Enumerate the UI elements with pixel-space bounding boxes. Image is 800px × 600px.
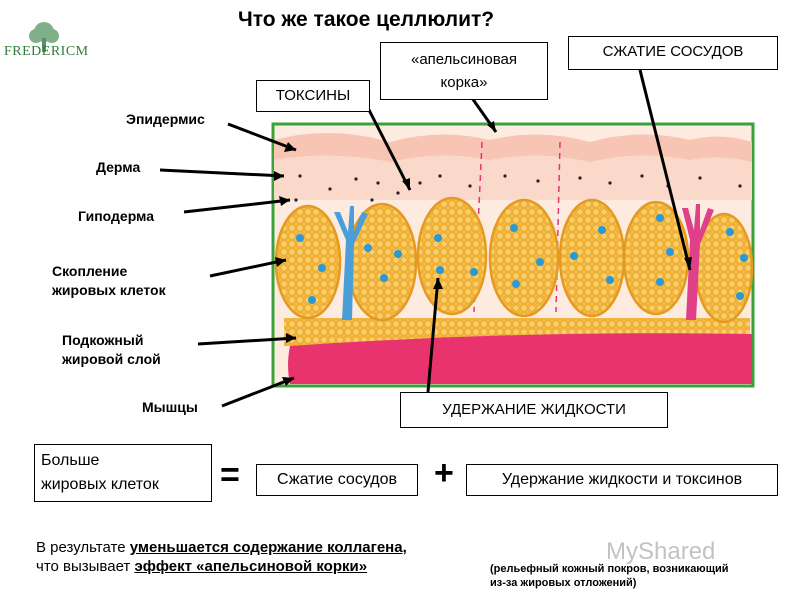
blood-vessel-blue bbox=[334, 206, 368, 320]
logo bbox=[6, 14, 86, 74]
page-title: Что же такое целлюлит? bbox=[238, 8, 495, 31]
equals-sign: = bbox=[220, 456, 240, 494]
label-hypodermis: Гиподерма bbox=[78, 208, 155, 224]
label-arrows bbox=[159, 69, 692, 408]
orange-peel-effect-phrase: эффект «апельсиновой корки» bbox=[134, 558, 368, 575]
callout-toxins: ТОКСИНЫ bbox=[256, 80, 370, 112]
box-more-fat-cells: Больше жировых клеток bbox=[34, 444, 212, 502]
box-fluid-toxin-retention: Удержание жидкости и токсинов bbox=[466, 464, 778, 496]
fluid-droplets bbox=[296, 214, 748, 304]
label-fat-cluster: Скопление жировых клеток bbox=[52, 263, 166, 298]
box-vessel-compression: Сжатие сосудов bbox=[256, 464, 418, 496]
label-subcutaneous: Подкожный жировой слой bbox=[62, 332, 161, 367]
callout-vessel-compression: СЖАТИЕ СОСУДОВ bbox=[568, 36, 778, 70]
muscle-layer bbox=[288, 333, 752, 384]
callout-fluid-retention: УДЕРЖАНИЕ ЖИДКОСТИ bbox=[400, 392, 668, 428]
label-muscles: Мышцы bbox=[142, 399, 198, 415]
tree-icon bbox=[29, 22, 59, 52]
blood-vessel-pink bbox=[682, 204, 714, 320]
label-epidermis: Эпидермис bbox=[126, 111, 205, 127]
watermark: MyShared bbox=[606, 538, 716, 565]
label-derma: Дерма bbox=[96, 159, 141, 175]
result-text: В результате уменьшается содержание колл… bbox=[36, 539, 407, 575]
logo-text: FREDERICM bbox=[4, 44, 89, 59]
derma-layer bbox=[274, 155, 752, 200]
plus-sign: + bbox=[434, 454, 454, 492]
collagen-phrase: уменьшается содержание коллагена, bbox=[129, 539, 407, 556]
footnote: (рельефный кожный покров, возникающий из… bbox=[490, 563, 729, 589]
callout-orange-peel: «апельсиновая корка» bbox=[380, 42, 548, 100]
fat-cells bbox=[274, 196, 754, 324]
